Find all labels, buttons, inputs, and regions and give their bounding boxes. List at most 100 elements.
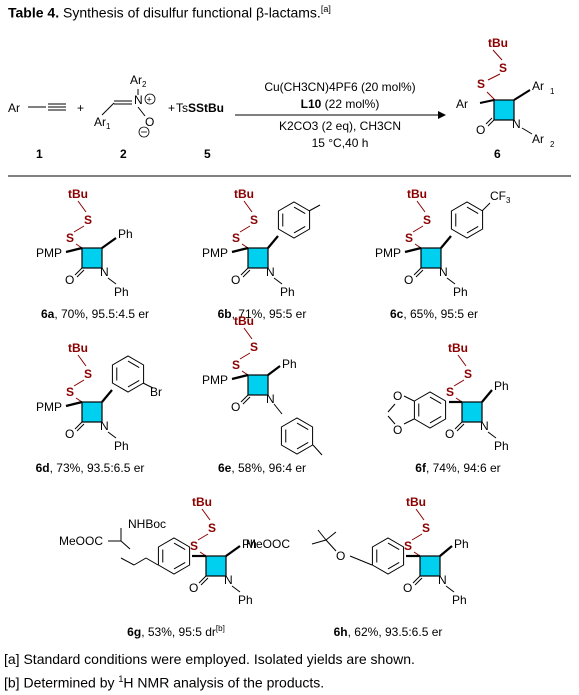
svg-text:S: S	[499, 61, 507, 75]
svg-text:Br: Br	[150, 385, 162, 399]
svg-text:2: 2	[550, 140, 555, 149]
svg-text:Ph: Ph	[280, 285, 295, 299]
svg-text:6e, 58%, 96:4 er: 6e, 58%, 96:4 er	[218, 461, 306, 475]
svg-text:Ph: Ph	[282, 357, 297, 371]
svg-text:Ar: Ar	[532, 79, 544, 93]
condition-temp: 15 °C,40 h	[312, 136, 369, 150]
svg-text:Ph: Ph	[494, 439, 509, 453]
svg-text:Ph: Ph	[114, 439, 129, 453]
svg-text:Ph: Ph	[452, 593, 467, 607]
svg-text:tBu: tBu	[234, 314, 254, 328]
footnote-b: [b] Determined by 1H NMR analysis of the…	[4, 674, 324, 691]
svg-text:O: O	[231, 400, 240, 414]
svg-text:N: N	[438, 573, 447, 587]
svg-text:O: O	[189, 581, 198, 595]
svg-text:S: S	[446, 385, 454, 399]
footnote-b-sup: 1	[118, 674, 124, 684]
condition-ligand: L10 (22 mol%)	[301, 97, 380, 111]
svg-text:S: S	[232, 231, 240, 245]
svg-text:O: O	[65, 427, 74, 441]
label-1: 1	[36, 147, 43, 161]
svg-text:tBu: tBu	[448, 341, 468, 355]
svg-text:tBu: tBu	[488, 36, 508, 50]
reactant-nitrone: Ar2 N + Ar1 O	[94, 73, 156, 138]
svg-text:S: S	[232, 358, 240, 372]
svg-text:S: S	[84, 367, 92, 381]
table-label: Table 4.	[8, 4, 60, 21]
svg-text:O: O	[476, 123, 485, 137]
svg-text:N: N	[266, 265, 275, 279]
svg-text:tBu: tBu	[406, 495, 426, 509]
svg-text:S: S	[250, 340, 258, 354]
svg-text:O: O	[393, 423, 402, 437]
svg-text:N: N	[100, 265, 109, 279]
nitrone-o: O	[145, 115, 154, 129]
svg-text:S: S	[250, 213, 258, 227]
svg-text:S: S	[422, 521, 430, 535]
svg-text:tBu: tBu	[68, 341, 88, 355]
footnote-b-text-pre: Determined by	[23, 674, 119, 691]
svg-text:+: +	[147, 95, 152, 105]
svg-text:S: S	[477, 77, 485, 91]
svg-text:N: N	[480, 419, 489, 433]
svg-text:S: S	[405, 231, 413, 245]
svg-text:S: S	[423, 213, 431, 227]
svg-text:Ar: Ar	[532, 132, 544, 146]
svg-text:TsSStBu: TsSStBu	[176, 101, 224, 115]
svg-text:S: S	[464, 367, 472, 381]
svg-text:PMP: PMP	[36, 400, 62, 414]
table-caption: Synthesis of disulfur functional β-lacta…	[62, 4, 321, 21]
svg-text:tBu: tBu	[407, 187, 427, 201]
nitrone-ar2: Ar2	[130, 73, 147, 89]
plus-1: +	[77, 101, 84, 115]
reactant-thiosulfonate: TsSStBu	[176, 101, 224, 115]
svg-text:6c, 65%, 95:5 er: 6c, 65%, 95:5 er	[390, 307, 478, 321]
svg-text:N: N	[224, 573, 233, 587]
svg-text:6g, 53%, 95:5 dr[b]: 6g, 53%, 95:5 dr[b]	[127, 624, 225, 639]
footnote-a: [a] Standard conditions were employed. I…	[4, 651, 415, 667]
svg-text:O: O	[231, 273, 240, 287]
svg-text:S: S	[208, 521, 216, 535]
svg-text:Ph: Ph	[114, 285, 129, 299]
svg-text:Ph: Ph	[238, 593, 253, 607]
svg-text:MeOOC: MeOOC	[246, 537, 290, 551]
svg-text:Ph: Ph	[118, 227, 133, 241]
svg-text:Ar: Ar	[456, 97, 468, 111]
svg-text:N: N	[266, 392, 275, 406]
footnote-b-tag: [b]	[4, 674, 20, 691]
svg-text:N: N	[439, 265, 448, 279]
reaction-conditions: Cu(CH3CN)4PF6 (20 mol%) L10 (22 mol%) K2…	[264, 80, 415, 150]
footnote-a-tag: [a]	[4, 651, 20, 667]
svg-text:MeOOC: MeOOC	[59, 534, 103, 548]
svg-text:tBu: tBu	[68, 187, 88, 201]
svg-text:6d, 73%, 93.5:6.5 er: 6d, 73%, 93.5:6.5 er	[36, 461, 145, 475]
svg-text:tBu: tBu	[192, 495, 212, 509]
svg-text:O: O	[445, 427, 454, 441]
condition-catalyst: Cu(CH3CN)4PF6 (20 mol%)	[264, 80, 415, 94]
svg-text:S: S	[404, 539, 412, 553]
svg-text:tBu: tBu	[234, 187, 254, 201]
footnote-a-text: Standard conditions were employed. Isola…	[23, 651, 415, 667]
svg-text:PMP: PMP	[202, 373, 228, 387]
svg-text:PMP: PMP	[202, 246, 228, 260]
svg-text:N: N	[100, 419, 109, 433]
svg-text:NHBoc: NHBoc	[128, 517, 166, 531]
svg-text:O: O	[393, 389, 402, 403]
table-title: Table 4. Synthesis of disulfur functiona…	[8, 4, 331, 21]
label-2: 2	[120, 147, 127, 161]
svg-text:S: S	[84, 213, 92, 227]
svg-text:6h, 62%, 93.5:6.5 er: 6h, 62%, 93.5:6.5 er	[334, 625, 443, 639]
svg-text:6b, 71%, 95:5 er: 6b, 71%, 95:5 er	[218, 307, 307, 321]
label-6: 6	[494, 147, 501, 161]
plus-2: +	[168, 101, 175, 115]
svg-text:PMP: PMP	[36, 246, 62, 260]
svg-text:O: O	[65, 273, 74, 287]
